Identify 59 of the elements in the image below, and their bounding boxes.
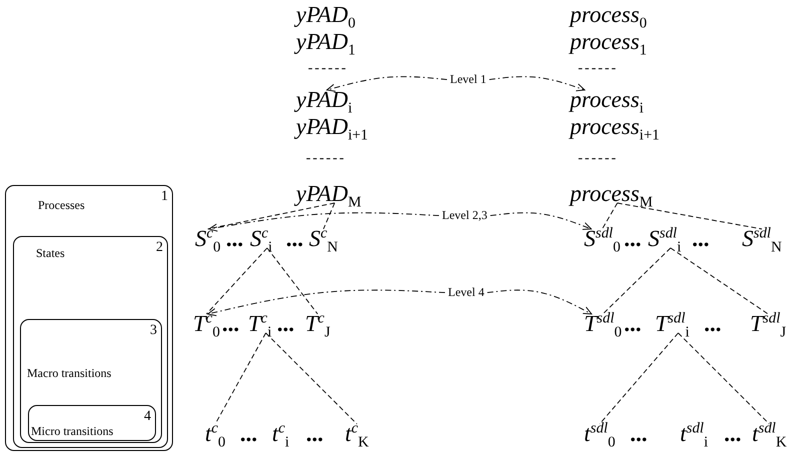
ellipsis: ... — [630, 422, 648, 445]
tree-branch-line — [207, 202, 336, 230]
ellipsis: ... — [226, 227, 244, 250]
tree-item: yPAD$_{1}$ — [296, 30, 356, 53]
level-label: Level 4 — [446, 286, 486, 300]
nested-box — [20, 319, 162, 443]
tree-branch-line — [323, 202, 336, 230]
tree-item: process$_{i+1}$ — [570, 115, 660, 138]
tree-branch-line — [206, 248, 268, 314]
ellipsis: ... — [222, 312, 240, 335]
dash-dot-arrow — [326, 76, 448, 92]
box-title: States — [36, 246, 65, 261]
level-number: 2 — [156, 240, 163, 256]
ellipsis: ... — [692, 227, 710, 250]
separator-dashes: ------ — [578, 152, 618, 166]
dash-dot-arrow — [207, 290, 446, 316]
tree-branch-line — [266, 248, 318, 314]
tree-branch-line — [602, 202, 618, 230]
tree-branch-line — [265, 332, 358, 424]
level-label: Level 2,3 — [440, 209, 490, 222]
tree-branch-line — [602, 248, 671, 314]
box-title: Macro transitions — [27, 366, 112, 381]
tree-item: yPAD$_{0}$ — [296, 3, 356, 26]
ellipsis: ... — [624, 312, 642, 335]
dash-dot-arrow — [208, 212, 440, 232]
tree-item: yPAD$_{i+1}$ — [296, 115, 368, 138]
box-title: Micro transitions — [31, 424, 114, 439]
nested-box — [5, 185, 173, 451]
separator-dashes: ------ — [306, 152, 346, 166]
tree-branch-line — [616, 202, 762, 230]
dash-dot-arrow — [486, 290, 592, 314]
level-number: 4 — [144, 409, 151, 425]
tree-item: process$_{i}$ — [570, 88, 644, 111]
nested-box — [28, 405, 156, 441]
level-number: 3 — [150, 323, 157, 339]
separator-dashes: ------ — [578, 62, 618, 76]
level-label: Level 1 — [448, 73, 488, 86]
tree-item: process$_{0}$ — [570, 3, 647, 26]
tree-branch-line — [678, 332, 770, 424]
ellipsis: ... — [286, 227, 304, 250]
separator-dashes: ------ — [308, 62, 348, 76]
tree-item: process$_{1}$ — [570, 30, 647, 53]
nested-box — [13, 236, 168, 448]
dash-dot-arrow — [488, 76, 586, 92]
ellipsis: ... — [306, 422, 324, 445]
ellipsis: ... — [624, 227, 642, 250]
tree-item: process$_{M}$ — [570, 182, 653, 205]
ellipsis: ... — [724, 422, 742, 445]
tree-branch-line — [214, 332, 266, 424]
dash-dot-arrow — [490, 212, 592, 230]
level-number: 1 — [161, 189, 168, 205]
ellipsis: ... — [240, 422, 258, 445]
tree-branch-line — [599, 332, 679, 424]
tree-branch-line — [670, 248, 768, 314]
ellipsis: ... — [704, 312, 722, 335]
tree-item: yPAD$_{M}$ — [296, 182, 362, 205]
box-title: Processes — [38, 198, 85, 213]
tree-item: yPAD$_{i}$ — [296, 88, 352, 111]
ellipsis: ... — [277, 312, 294, 335]
